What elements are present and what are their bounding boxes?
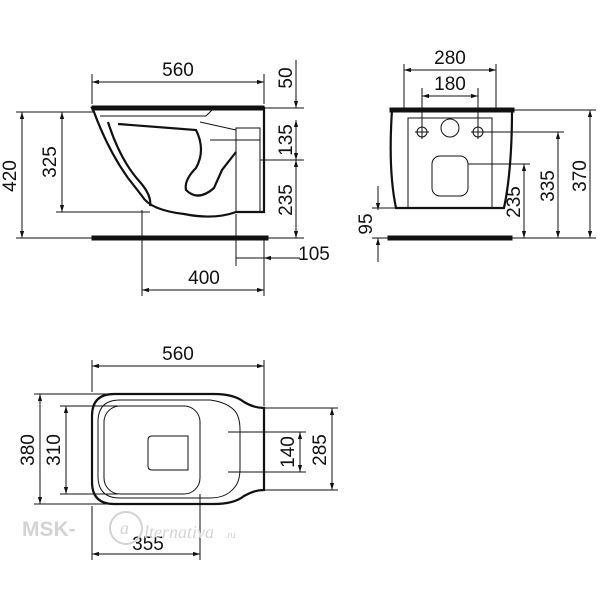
watermark-brand: MSK- xyxy=(22,518,76,541)
watermark-logo-icon xyxy=(109,511,143,545)
front-outlet xyxy=(431,155,469,197)
side-width-label: 560 xyxy=(162,60,194,81)
top-bowl-well xyxy=(147,435,189,471)
side-inlet-label: 135 xyxy=(276,124,297,156)
front-total-height-label: 370 xyxy=(570,160,591,192)
top-seat-opening xyxy=(103,405,201,495)
side-outlet-height-label: 235 xyxy=(276,184,297,216)
watermark: MSK- a lternativa .ru xyxy=(22,511,236,545)
watermark-script: lternativa xyxy=(144,522,214,542)
watermark-a-glyph: a xyxy=(120,518,129,538)
top-seat-length-label: 355 xyxy=(132,534,164,555)
top-mount-inner-label: 140 xyxy=(278,436,299,468)
front-bowl-outline xyxy=(389,108,514,210)
front-bolt-inner-label: 180 xyxy=(434,74,466,95)
side-view: 560 50 420 325 135 235 105 400 xyxy=(0,60,330,296)
watermark-domain: .ru xyxy=(225,530,236,540)
top-view: 560 380 310 140 285 355 xyxy=(18,344,338,560)
top-overall-width-label: 380 xyxy=(18,434,39,466)
top-seat-width-label: 310 xyxy=(44,434,65,466)
front-inlet xyxy=(440,118,460,138)
top-mount-outer-label: 285 xyxy=(310,434,331,466)
side-bowl-outline xyxy=(90,106,266,218)
top-width-label: 560 xyxy=(162,344,194,365)
side-top-gap-label: 50 xyxy=(276,67,297,88)
front-floor-gap-label: 95 xyxy=(356,213,377,234)
front-outlet-height-label: 235 xyxy=(504,186,525,218)
side-height-outlet-label: 325 xyxy=(40,146,61,178)
front-bolt-height-label: 335 xyxy=(538,170,559,202)
side-outlet-offset-label: 105 xyxy=(298,244,330,265)
side-floor xyxy=(91,235,269,241)
front-bolt-outer-label: 280 xyxy=(434,48,466,69)
side-outlet-distance-label: 400 xyxy=(188,268,220,289)
top-bowl-outline xyxy=(90,392,266,506)
front-view: 280 180 95 235 335 370 xyxy=(356,48,596,262)
side-height-total-label: 420 xyxy=(0,160,21,192)
side-trap xyxy=(106,121,237,207)
